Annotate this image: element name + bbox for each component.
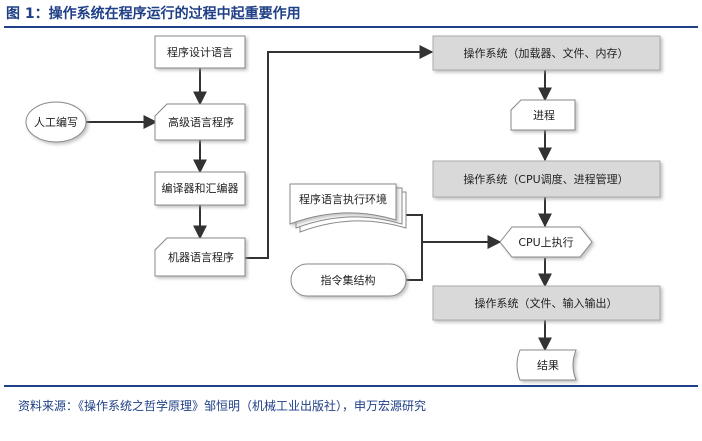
node-os-loader-file-memory: 操作系统（加载器、文件、内存） [432, 35, 661, 71]
svg-text:指令集结构: 指令集结构 [321, 273, 376, 287]
svg-text:CPU上执行: CPU上执行 [518, 235, 573, 249]
source-note: 资料来源：《操作系统之哲学原理》邹恒明（机械工业出版社），申万宏源研究 [4, 385, 698, 414]
arrow-machine-to-os-loader [245, 45, 434, 259]
svg-text:程序语言执行环境: 程序语言执行环境 [299, 192, 387, 206]
node-instruction-set-architecture: 指令集结构 [290, 263, 407, 297]
svg-text:编译器和汇编器: 编译器和汇编器 [162, 181, 239, 195]
svg-text:人工编写: 人工编写 [34, 115, 78, 129]
node-result: 结果 [516, 349, 577, 381]
node-human-coding: 人工编写 [25, 101, 87, 143]
svg-text:操作系统（文件、输入输出）: 操作系统（文件、输入输出） [475, 296, 618, 310]
node-execution-environment: 程序语言执行环境 [289, 183, 407, 233]
node-machine-language-program: 机器语言程序 [154, 237, 246, 277]
figure-title: 图 1：操作系统在程序运行的过程中起重要作用 [4, 2, 698, 28]
arrow-env-to-cpu-exec [406, 214, 502, 249]
svg-text:机器语言程序: 机器语言程序 [168, 250, 234, 264]
node-cpu-execution: CPU上执行 [499, 226, 593, 258]
node-os-cpu-scheduling: 操作系统（CPU调度、进程管理） [432, 160, 661, 198]
node-design-language: 程序设计语言 [154, 35, 246, 69]
node-os-file-io: 操作系统（文件、输入输出） [432, 285, 661, 321]
node-compiler-assembler: 编译器和汇编器 [154, 171, 246, 206]
arrow-instr-to-cpu-exec [406, 242, 423, 281]
node-high-level-program: 高级语言程序 [154, 103, 246, 141]
svg-text:操作系统（CPU调度、进程管理）: 操作系统（CPU调度、进程管理） [463, 172, 628, 186]
svg-text:进程: 进程 [533, 109, 555, 122]
svg-text:操作系统（加载器、文件、内存）: 操作系统（加载器、文件、内存） [464, 46, 629, 60]
svg-text:结果: 结果 [537, 359, 559, 372]
svg-text:高级语言程序: 高级语言程序 [168, 115, 234, 129]
svg-text:程序设计语言: 程序设计语言 [167, 45, 233, 59]
node-process: 进程 [510, 99, 576, 131]
